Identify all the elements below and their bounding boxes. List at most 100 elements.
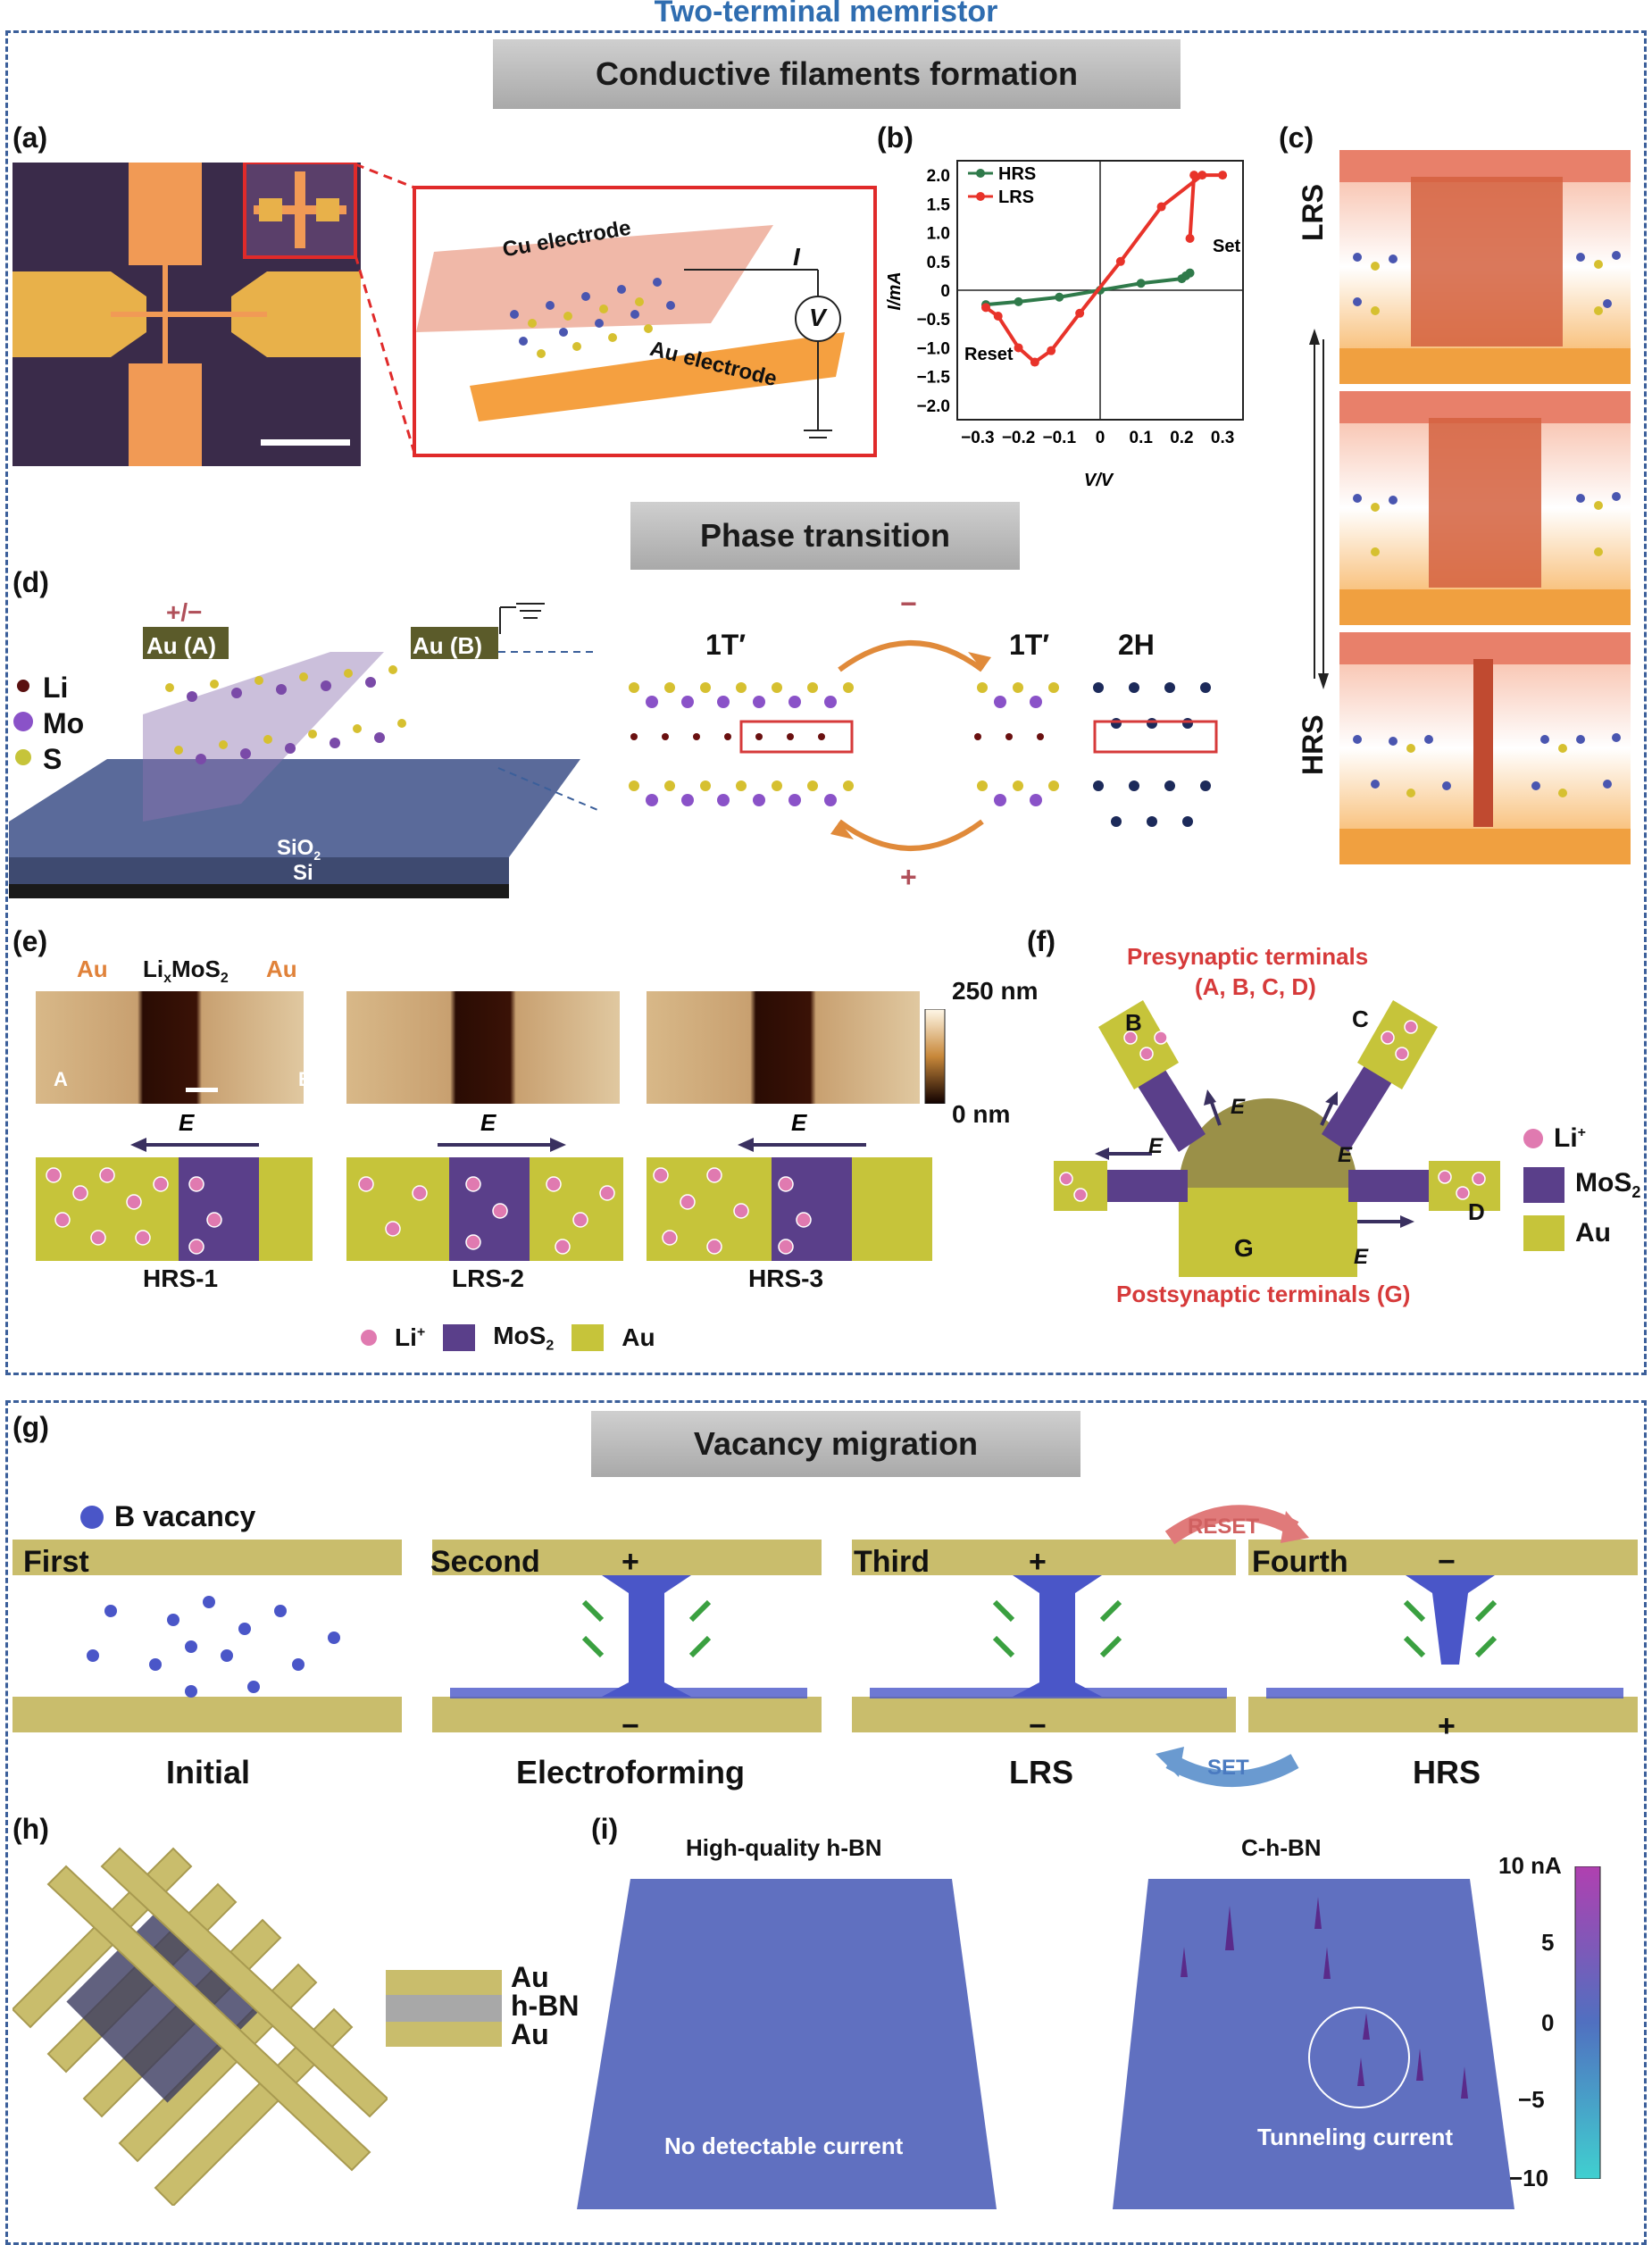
e-field-2: E	[480, 1109, 496, 1136]
panel-label-g: (g)	[13, 1411, 49, 1443]
phase-structures	[629, 640, 1218, 851]
phase-2h: 2H	[1118, 629, 1155, 661]
y-axis-label: I/mA	[885, 271, 905, 310]
data-point-lrs	[1197, 171, 1207, 180]
cb-5: 5	[1541, 1929, 1555, 1956]
y-tick-label: 2.0	[927, 167, 950, 186]
e-field-1: E	[179, 1109, 195, 1136]
data-point-hrs	[1136, 279, 1146, 288]
legend-s: S	[43, 743, 63, 775]
e-legend-au: Au	[622, 1323, 655, 1352]
data-point-lrs	[1115, 256, 1125, 266]
banner-filaments: Conductive filaments formation	[493, 39, 1181, 109]
f-c: C	[1352, 1006, 1369, 1032]
afm-scalebar	[924, 1009, 946, 1104]
annotation-reset: Reset	[964, 345, 1014, 364]
panel-label-e: (e)	[13, 925, 48, 957]
x-tick-label: 0.3	[1211, 429, 1234, 447]
filament-renders	[1339, 150, 1631, 864]
data-point-lrs	[993, 312, 1003, 321]
panel-label-f: (f)	[1027, 925, 1055, 957]
h-crossbar	[13, 1847, 388, 2206]
e-field-3: E	[791, 1109, 807, 1136]
data-point-hrs	[1014, 296, 1023, 306]
g-third-minus: −	[1029, 1709, 1047, 1743]
banner-phase: Phase transition	[630, 502, 1020, 570]
annotation-set: Set	[1213, 237, 1240, 256]
y-tick-label: 1.5	[927, 196, 951, 214]
label-hrs1: HRS-1	[143, 1264, 219, 1292]
x-tick-label: −0.2	[1002, 429, 1036, 447]
g-panel-fourth	[1248, 1540, 1638, 1732]
f-legend-mos-icon	[1523, 1167, 1564, 1203]
f-e1: E	[1148, 1134, 1164, 1158]
g-reset-set-arrows	[1156, 1505, 1309, 1787]
cb-top: 10 nA	[1498, 1852, 1562, 1879]
label-lrs2: LRS-2	[452, 1264, 524, 1292]
g-first: First	[23, 1545, 89, 1579]
f-synapse-diagram	[1054, 1000, 1500, 1277]
data-point-hrs	[1055, 292, 1064, 302]
afm-a: A	[54, 1068, 68, 1090]
afm-images	[36, 991, 920, 1104]
afm-scale-bot: 0 nm	[952, 1100, 1011, 1128]
data-point-lrs	[1047, 346, 1056, 355]
x-tick-label: 0	[1096, 429, 1106, 447]
i-right-note: Tunneling current	[1257, 2124, 1454, 2150]
f-legend-au-icon	[1523, 1215, 1564, 1251]
legend-li: Li	[43, 672, 69, 704]
e-field-arrows: E E E	[130, 1109, 866, 1152]
banner-vacancy: Vacancy migration	[591, 1411, 1080, 1477]
y-tick-label: −1.5	[916, 369, 950, 388]
data-point-lrs	[981, 303, 990, 313]
legend-lrs: LRS	[998, 188, 1034, 207]
device-schematic	[416, 225, 845, 438]
panel-c-lrs-label: LRS	[1297, 184, 1329, 241]
panel-c-hrs-label: HRS	[1297, 714, 1329, 775]
panel-a-device-box: Cu electrode Au electrode I V	[413, 186, 877, 457]
b-vacancy-label: B vacancy	[114, 1500, 256, 1532]
f-g: G	[1234, 1234, 1254, 1262]
f-legend: Li+ MoS2 Au	[1523, 1116, 1640, 1257]
g-set: SET	[1207, 1756, 1249, 1780]
y-tick-label: −1.0	[916, 339, 950, 358]
f-e4: E	[1354, 1245, 1369, 1269]
cb-0: 0	[1541, 2009, 1555, 2036]
g-lrs: LRS	[1009, 1754, 1073, 1790]
panel-label-c: (c)	[1279, 121, 1314, 154]
y-tick-label: −2.0	[916, 397, 950, 416]
i-colorbar	[1574, 1866, 1601, 2179]
i-current-maps	[577, 1879, 1514, 2209]
legend-hrs: HRS	[998, 164, 1036, 184]
f-pre-sub: (A, B, C, D)	[1195, 973, 1316, 1000]
f-pre-title: Presynaptic terminals	[1127, 943, 1369, 970]
panel-label-d: (d)	[13, 566, 49, 598]
g-hrs: HRS	[1413, 1754, 1481, 1790]
f-legend-li: Li+	[1554, 1123, 1587, 1153]
y-tick-label: 0	[940, 282, 950, 301]
pm-label: +/−	[166, 598, 203, 626]
data-point-lrs	[1156, 202, 1166, 212]
data-point-lrs	[1218, 171, 1228, 180]
cb-m5: −5	[1518, 2086, 1545, 2113]
x-tick-label: 0.2	[1170, 429, 1193, 447]
data-point-hrs	[1185, 268, 1195, 278]
panel-c-column	[1339, 150, 1631, 864]
g-electro: Electroforming	[516, 1754, 746, 1790]
cb-m10: −10	[1509, 2165, 1549, 2191]
g-second: Second	[430, 1545, 540, 1579]
x-axis-label: V/V	[1084, 471, 1114, 490]
afm-b: B	[298, 1068, 313, 1090]
e-legend: Li+ MoS2 Au	[361, 1322, 655, 1355]
g-fourth-plus: +	[1438, 1709, 1456, 1743]
h-au1: Au	[511, 1961, 549, 1993]
y-tick-label: −0.5	[916, 311, 950, 330]
data-point-lrs	[1014, 343, 1023, 353]
i-right-title: C-h-BN	[1241, 1834, 1322, 1861]
e-au-right: Au	[266, 956, 297, 982]
phase-1t-left: 1T′	[705, 629, 747, 661]
data-point-lrs	[1189, 171, 1199, 180]
e-au-left: Au	[77, 956, 108, 982]
panel-label-b: (b)	[877, 121, 914, 154]
